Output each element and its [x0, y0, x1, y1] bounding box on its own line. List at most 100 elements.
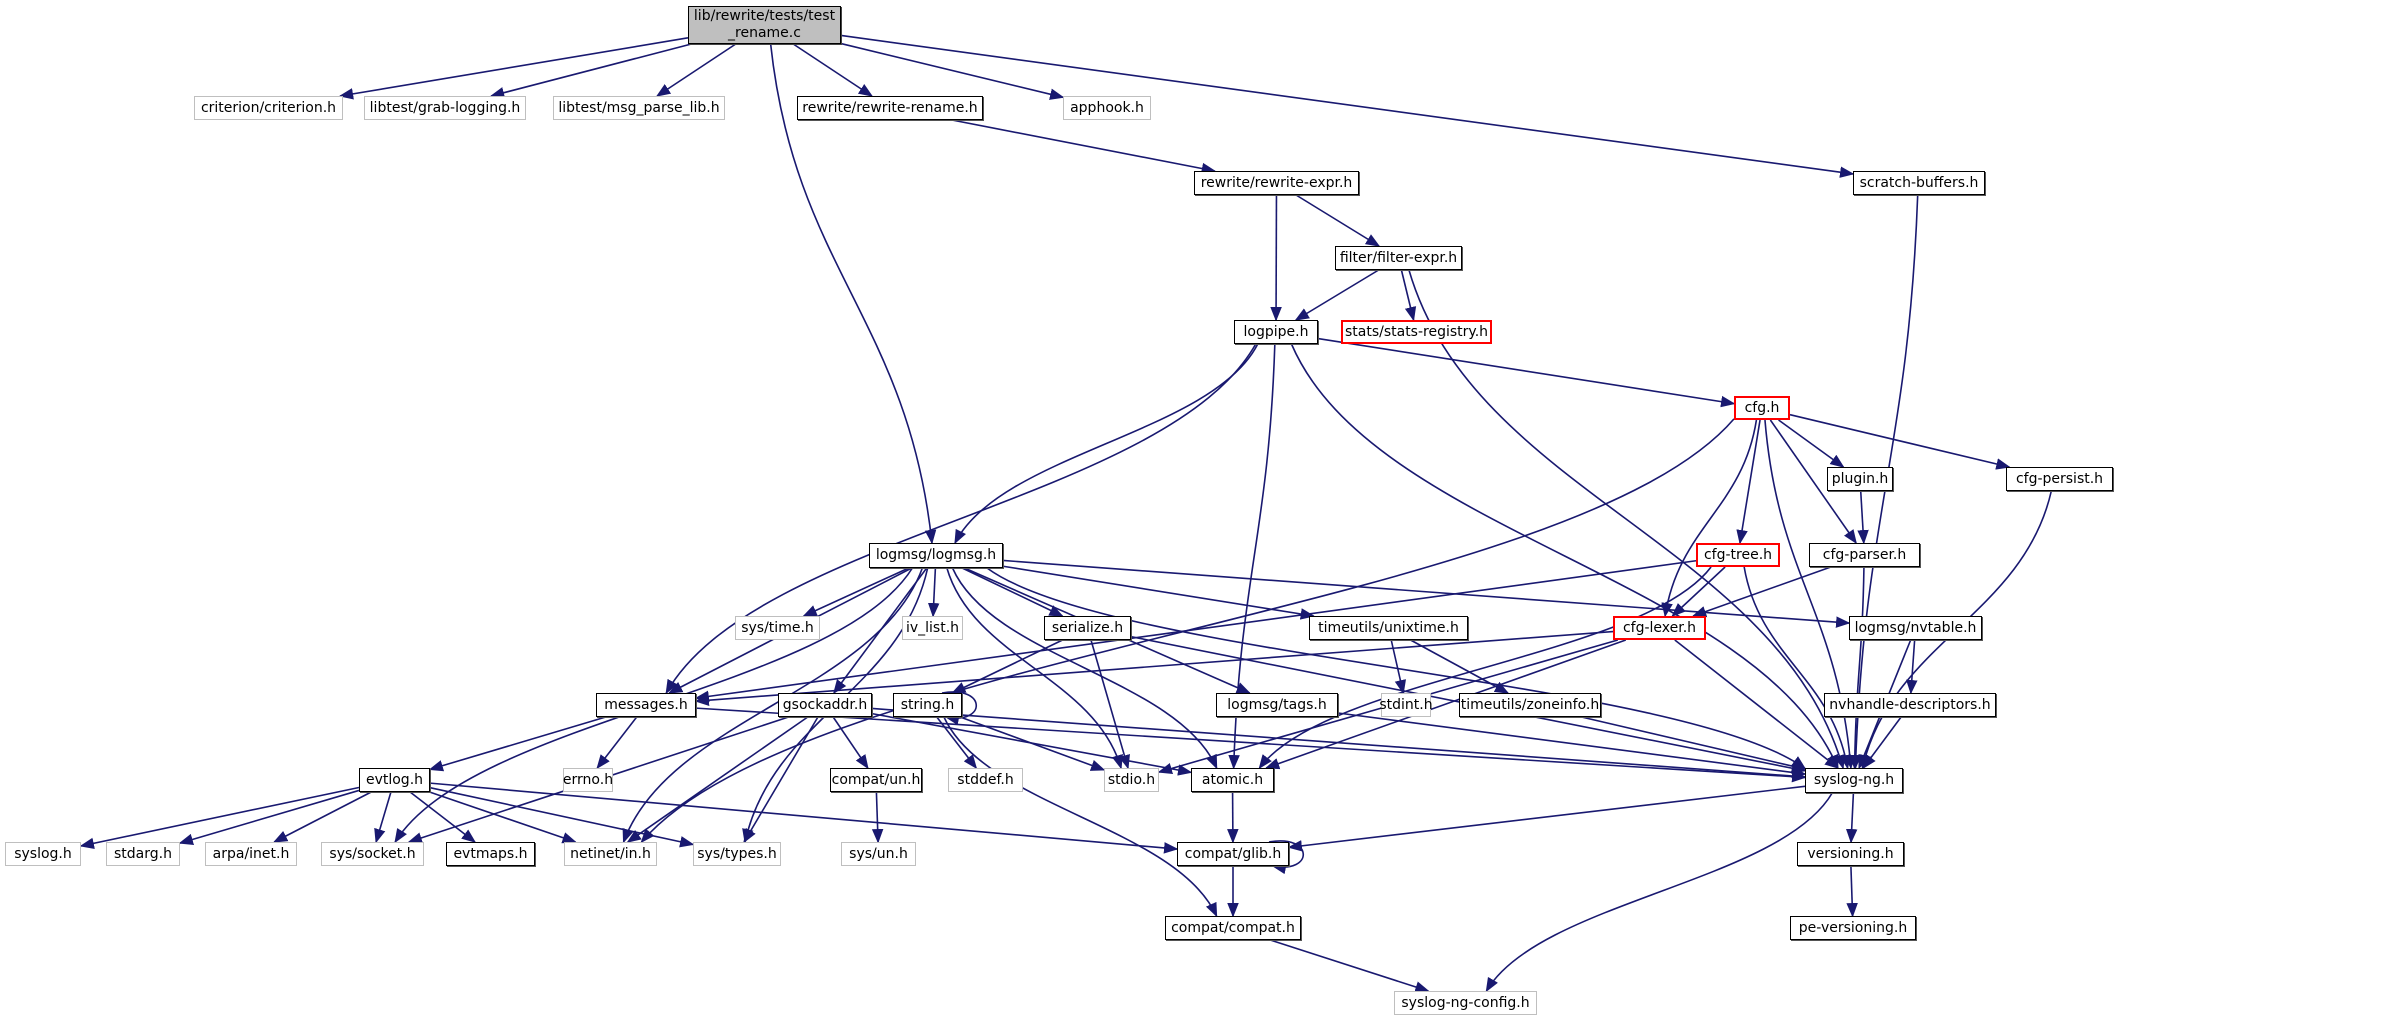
edge-plugin-to-cfgparser: [1857, 490, 1869, 545]
node-unixtime-h[interactable]: timeutils/unixtime.h: [1309, 616, 1468, 640]
node-compat-glib-h[interactable]: compat/glib.h: [1177, 842, 1289, 866]
node-grab-logging-h: libtest/grab-logging.h: [364, 96, 526, 120]
edge-cfg-to-cfgtree: [1736, 419, 1761, 545]
node-stats-registry-h[interactable]: stats/stats-registry.h: [1341, 320, 1492, 344]
edge-cfglexer-to-messages: [694, 630, 1614, 706]
node-compat-compat-h[interactable]: compat/compat.h: [1165, 916, 1301, 940]
edge-logpipe-to-messages: [665, 343, 1257, 695]
edge-serialize-to-stdio: [1090, 639, 1130, 770]
node-syslog-ng-h[interactable]: syslog-ng.h: [1805, 768, 1903, 793]
edge-gsockaddr-to-compatun: [832, 716, 869, 770]
edge-evtlog-to-systypes: [429, 786, 695, 848]
edge-string-to-compatcompat: [943, 716, 1218, 918]
edge-syslogng-to-compatglib: [1287, 785, 1806, 852]
edge-compatun-to-sysun: [871, 791, 884, 844]
edge-root-to-apphook: [840, 42, 1065, 100]
edge-cfg-to-cfglexer: [1661, 419, 1758, 618]
node-pe-versioning-h[interactable]: pe-versioning.h: [1790, 916, 1916, 940]
edge-logmsg-to-syslogng: [986, 567, 1807, 770]
edge-syslogng-to-versioning: [1845, 792, 1858, 844]
node-logmsg-h[interactable]: logmsg/logmsg.h: [869, 543, 1003, 568]
node-sys-time-h: sys/time.h: [735, 616, 820, 640]
edge-messages-to-syslogng: [695, 707, 1807, 783]
edge-cfgtree-to-syslogng: [1743, 566, 1852, 770]
edge-logmsg-to-atomic: [951, 567, 1218, 770]
edge-messages-to-errno: [596, 716, 638, 770]
edge-evtlog-to-syslog: [79, 786, 360, 849]
node-plugin-h[interactable]: plugin.h: [1827, 467, 1893, 491]
node-evtmaps-h[interactable]: evtmaps.h: [446, 842, 535, 866]
edge-unixtime-to-zoneinfo: [1410, 639, 1510, 694]
node-arpa-inet-h: arpa/inet.h: [205, 842, 297, 866]
edge-string-to-stddef: [936, 716, 978, 770]
edge-logpipe-to-syslogng: [1290, 343, 1839, 770]
edge-tags-to-syslogng: [1337, 712, 1807, 779]
edge-filterexpr-to-syslogng: [1408, 269, 1845, 770]
node-cfg-tree-h[interactable]: cfg-tree.h: [1696, 543, 1780, 567]
edge-root-to-logmsg: [769, 43, 937, 545]
node-syslog-ng-config-h: syslog-ng-config.h: [1394, 991, 1537, 1015]
node-sys-types-h: sys/types.h: [693, 842, 781, 866]
edge-cfgtree-to-cfglexer: [1671, 566, 1726, 617]
edge-logmsg-to-nvtable: [1002, 559, 1851, 628]
edge-gsockaddr-to-netinetin: [626, 716, 809, 843]
edge-root-to-msgparselib: [655, 43, 737, 97]
edge-root-to-scratchbuffers: [840, 34, 1855, 178]
edge-logmsg-to-netinetin: [622, 567, 924, 844]
node-evtlog-h[interactable]: evtlog.h: [359, 768, 430, 792]
edge-cfg-to-cfgparser: [1769, 419, 1857, 545]
node-syslog-h: syslog.h: [5, 842, 81, 866]
edge-cfgparser-to-cfglexer: [1691, 566, 1832, 618]
node-cfg-persist-h[interactable]: cfg-persist.h: [2006, 467, 2113, 491]
edge-filterexpr-to-statsregistry: [1400, 269, 1417, 322]
node-versioning-h[interactable]: versioning.h: [1797, 842, 1904, 866]
edge-string-to-stdio: [959, 716, 1106, 771]
edge-versioning-to-peversioning: [1846, 865, 1858, 918]
edge-logpipe-to-logmsg: [954, 343, 1259, 545]
edge-logmsg-to-unixtime: [1002, 565, 1316, 620]
edge-cfgtree-to-messages: [694, 559, 1697, 703]
edge-cfglexer-to-syslogng: [1674, 639, 1840, 769]
edge-filterexpr-to-logpipe: [1294, 269, 1380, 321]
edge-gsockaddr-to-syslogng: [871, 707, 1807, 782]
edge-string-to-string: [941, 691, 978, 726]
node-rewrite-expr-h[interactable]: rewrite/rewrite-expr.h: [1194, 171, 1359, 195]
edge-cfglexer-to-atomic: [1264, 639, 1627, 770]
node-string-h[interactable]: string.h: [893, 693, 962, 717]
edge-zoneinfo-to-syslogng: [1581, 716, 1807, 772]
edge-cfg-to-cfgpersist: [1789, 413, 2011, 470]
node-compat-un-h[interactable]: compat/un.h: [830, 768, 922, 792]
edge-gsockaddr-to-systypes: [743, 716, 819, 844]
node-tags-h[interactable]: logmsg/tags.h: [1216, 693, 1338, 717]
node-serialize-h[interactable]: serialize.h: [1044, 616, 1131, 640]
node-gsockaddr-h[interactable]: gsockaddr.h: [778, 693, 872, 717]
node-nvhandle-descriptors-h[interactable]: nvhandle-descriptors.h: [1824, 693, 1996, 717]
edge-evtlog-to-arpainet: [272, 791, 372, 843]
node-iv-list-h: iv_list.h: [902, 616, 963, 640]
edge-evtlog-to-compatglib: [429, 782, 1179, 854]
edge-logmsg-to-serialize: [961, 567, 1064, 617]
edge-root-to-criterion: [338, 37, 689, 100]
node-atomic-h[interactable]: atomic.h: [1191, 768, 1274, 792]
node-logpipe-h[interactable]: logpipe.h: [1234, 320, 1318, 344]
node-cfg-lexer-h[interactable]: cfg-lexer.h: [1613, 616, 1706, 640]
edge-rewriterename-to-rewriteexpr: [951, 119, 1217, 175]
node-zoneinfo-h[interactable]: timeutils/zoneinfo.h: [1459, 693, 1601, 717]
node-cfg-parser-h[interactable]: cfg-parser.h: [1809, 543, 1920, 567]
edge-evtlog-to-evtmaps: [409, 791, 477, 843]
node-filter-expr-h[interactable]: filter/filter-expr.h: [1335, 246, 1462, 270]
edge-compatcompat-to-syslogngconfig: [1269, 939, 1430, 993]
node-cfg-h[interactable]: cfg.h: [1734, 396, 1790, 420]
edge-logmsg-to-ivlist: [927, 567, 940, 618]
edge-cfg-to-plugin: [1778, 419, 1845, 468]
edge-messages-to-evtlog: [428, 716, 606, 772]
node-scratch-buffers-h[interactable]: scratch-buffers.h: [1853, 171, 1985, 195]
edge-compatglib-to-compatglib: [1268, 840, 1305, 875]
node-nvtable-h[interactable]: logmsg/nvtable.h: [1849, 616, 1982, 640]
edge-evtlog-to-stdarg: [178, 789, 360, 845]
node-rewrite-rename-h[interactable]: rewrite/rewrite-rename.h: [797, 96, 983, 120]
node-msg-parse-lib-h: libtest/msg_parse_lib.h: [553, 96, 725, 120]
node-messages-h[interactable]: messages.h: [596, 693, 696, 717]
edge-serialize-to-string: [951, 639, 1063, 694]
